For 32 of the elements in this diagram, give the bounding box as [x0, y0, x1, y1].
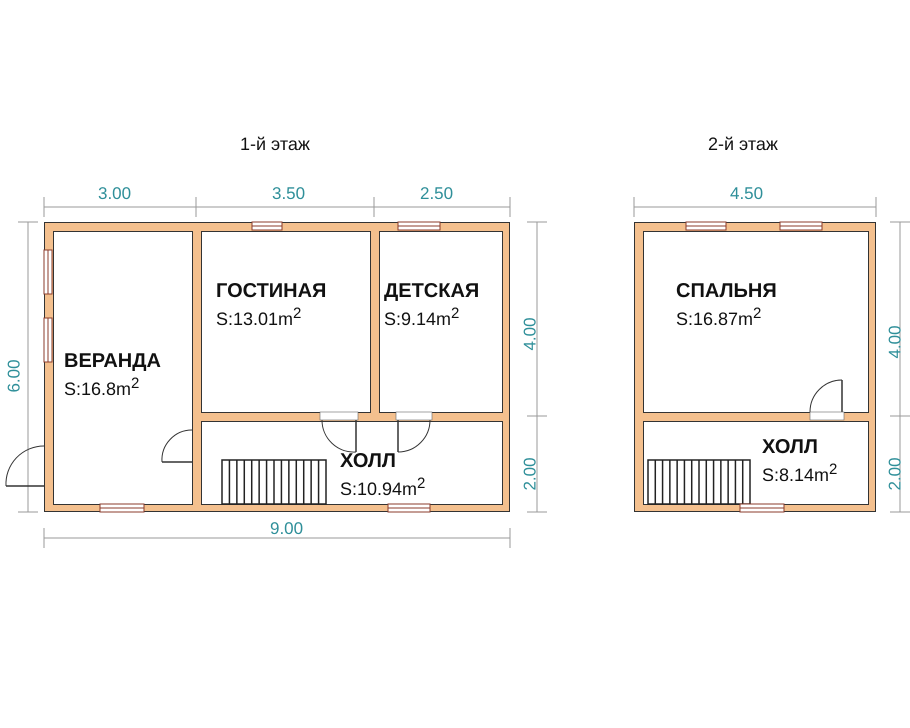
area-label: S:16.87m$^{2}$	[676, 305, 762, 330]
area-label: S:10.94m$^{2}$	[340, 475, 426, 500]
dimension-label: 6.00	[4, 359, 25, 393]
dimension-label: 3.00	[98, 184, 132, 204]
dimension-label: 4.50	[730, 184, 764, 204]
floor-outline	[634, 222, 876, 512]
room	[643, 231, 869, 413]
room-name: ХОЛЛ	[340, 450, 397, 473]
dimension-label: 2.00	[520, 457, 541, 491]
room	[201, 421, 503, 505]
dimension-label: 2.50	[420, 184, 454, 204]
room-name: ВЕРАНДА	[64, 350, 161, 373]
floor-title: 1-й этаж	[240, 134, 310, 155]
floor-outline	[44, 222, 510, 512]
room	[643, 421, 869, 505]
room-name: СПАЛЬНЯ	[676, 280, 777, 303]
area-label: S:16.8m$^{2}$	[64, 375, 140, 400]
area-label: S:8.14m$^{2}$	[762, 461, 838, 486]
area-label: S:9.14m$^{2}$	[384, 305, 460, 330]
room-name: ХОЛЛ	[762, 436, 819, 459]
dimension-label: 4.00	[520, 317, 541, 351]
dimension-label: 3.50	[272, 184, 306, 204]
room	[379, 231, 503, 413]
room-name: ГОСТИНАЯ	[216, 280, 326, 303]
room	[53, 231, 193, 505]
room-name: ДЕТСКАЯ	[384, 280, 480, 303]
area-label: S:13.01m$^{2}$	[216, 305, 302, 330]
dimension-label: 9.00	[270, 519, 304, 539]
dimension-label: 4.00	[886, 325, 906, 359]
dimension-label: 2.00	[886, 457, 906, 491]
room	[201, 231, 371, 413]
floor-title: 2-й этаж	[708, 134, 778, 155]
